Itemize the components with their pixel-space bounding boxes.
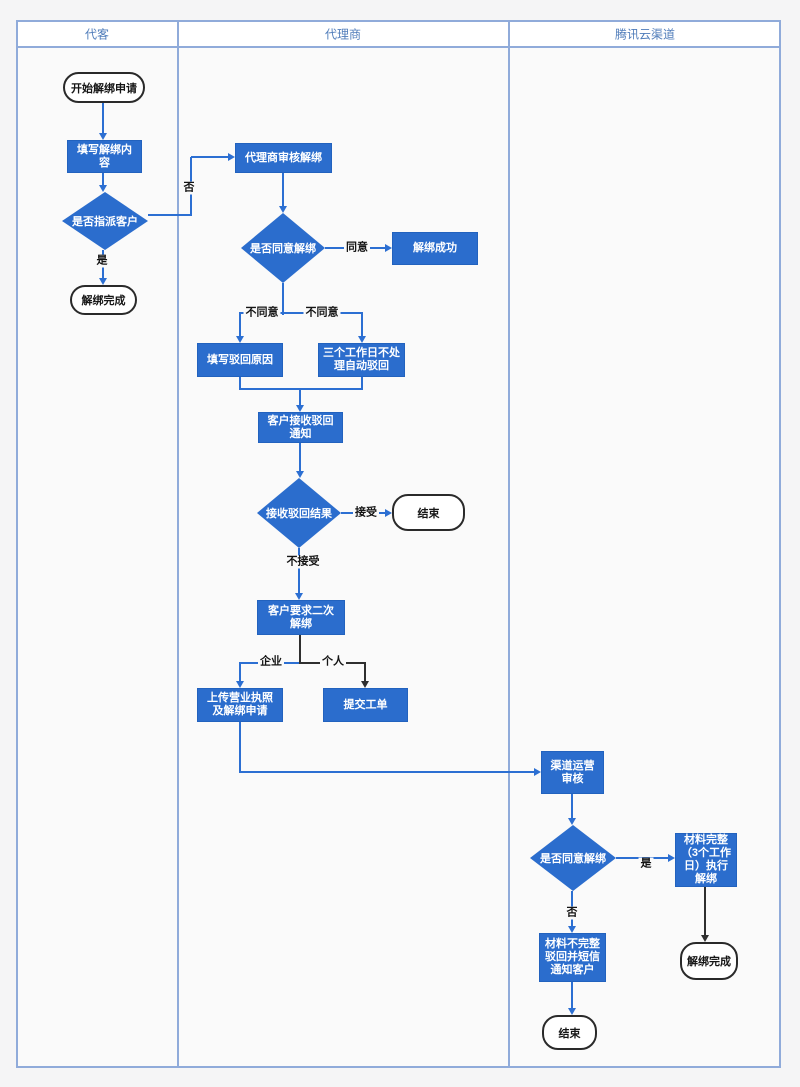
arrowhead-down-icon — [279, 206, 287, 213]
edge-label-personal: 个人 — [320, 655, 346, 669]
arrowhead-right-icon — [228, 153, 235, 161]
arrowhead-down-icon — [295, 593, 303, 600]
node-fill-unbind-content: 填写解绑内 容 — [67, 140, 142, 173]
swimlane-header-band — [16, 20, 781, 48]
flow-connector — [299, 443, 301, 472]
node-unbind-complete-1: 解绑完成 — [70, 285, 137, 315]
node-channel-operation-review: 渠道运营 审核 — [541, 751, 604, 794]
edge-label-agree: 同意 — [344, 241, 370, 255]
arrowhead-down-icon — [361, 681, 369, 688]
arrowhead-right-icon — [668, 854, 675, 862]
node-customer-receive-reject-notice: 客户接收驳回 通知 — [258, 412, 343, 443]
flow-connector — [239, 312, 363, 314]
flow-connector — [148, 214, 192, 216]
lane-header-customer: 代客 — [84, 27, 110, 42]
edge-label-company: 企业 — [258, 655, 284, 669]
arrowhead-right-icon — [385, 509, 392, 517]
flow-connector — [299, 388, 301, 406]
edge-label-yes-2: 是 — [638, 857, 654, 871]
arrowhead-down-icon — [358, 336, 366, 343]
swimlane-frame — [16, 20, 781, 1068]
arrowhead-down-icon — [701, 935, 709, 942]
flow-connector — [299, 635, 301, 664]
arrowhead-down-icon — [568, 1008, 576, 1015]
flow-connector — [239, 388, 363, 390]
node-start-unbind-request: 开始解绑申请 — [63, 72, 145, 103]
lane-header-tencent-channel: 腾讯云渠道 — [614, 27, 676, 42]
flow-connector — [239, 377, 241, 390]
node-material-incomplete-reject: 材料不完整 驳回并短信 通知客户 — [539, 933, 606, 982]
arrowhead-down-icon — [296, 471, 304, 478]
edge-label-accept: 接受 — [353, 506, 379, 520]
arrowhead-down-icon — [99, 278, 107, 285]
arrowhead-down-icon — [296, 405, 304, 412]
node-unbind-complete-2: 解绑完成 — [680, 942, 738, 980]
flow-connector — [571, 982, 573, 1009]
edge-label-no-2: 否 — [564, 906, 580, 920]
flow-connector — [102, 173, 104, 186]
node-upload-business-license: 上传营业执照 及解绑申请 — [197, 688, 283, 722]
node-end-1: 结束 — [392, 494, 465, 531]
node-fill-reject-reason: 填写驳回原因 — [197, 343, 283, 377]
flow-connector — [704, 887, 706, 936]
node-end-2: 结束 — [542, 1015, 597, 1050]
node-auto-reject-3-days: 三个工作日不处 理自动驳回 — [318, 343, 405, 377]
arrowhead-down-icon — [99, 185, 107, 192]
flow-connector — [239, 663, 241, 682]
arrowhead-down-icon — [99, 133, 107, 140]
flow-connector — [282, 173, 284, 207]
node-material-complete-execute: 材料完整 （3个工作 日）执行 解绑 — [675, 833, 737, 887]
node-submit-ticket: 提交工单 — [323, 688, 408, 722]
edge-label-disagree-left: 不同意 — [243, 306, 281, 320]
flow-connector — [239, 313, 241, 337]
node-agent-review-unbind: 代理商审核解绑 — [235, 143, 332, 173]
flow-connector — [282, 283, 284, 315]
arrowhead-down-icon — [236, 336, 244, 343]
edge-label-not-accept: 不接受 — [284, 555, 322, 569]
edge-label-no: 否 — [181, 181, 197, 195]
flow-connector — [364, 663, 366, 682]
arrowhead-right-icon — [534, 768, 541, 776]
node-second-unbind-request: 客户要求二次 解绑 — [257, 600, 345, 635]
flow-connector — [361, 313, 363, 337]
flow-connector — [239, 722, 241, 773]
flow-connector — [361, 377, 363, 390]
flow-connector — [239, 771, 536, 773]
flow-connector — [571, 794, 573, 819]
lane-header-agent: 代理商 — [324, 27, 362, 42]
flow-connector — [191, 156, 230, 158]
node-unbind-success: 解绑成功 — [392, 232, 478, 265]
flow-connector — [102, 103, 104, 134]
lane-divider-1 — [177, 20, 179, 1068]
edge-label-disagree-right: 不同意 — [303, 306, 341, 320]
arrowhead-down-icon — [236, 681, 244, 688]
arrowhead-down-icon — [568, 818, 576, 825]
arrowhead-down-icon — [568, 926, 576, 933]
arrowhead-right-icon — [385, 244, 392, 252]
edge-label-yes: 是 — [94, 254, 110, 268]
lane-divider-2 — [508, 20, 510, 1068]
flow-connector — [298, 548, 300, 594]
